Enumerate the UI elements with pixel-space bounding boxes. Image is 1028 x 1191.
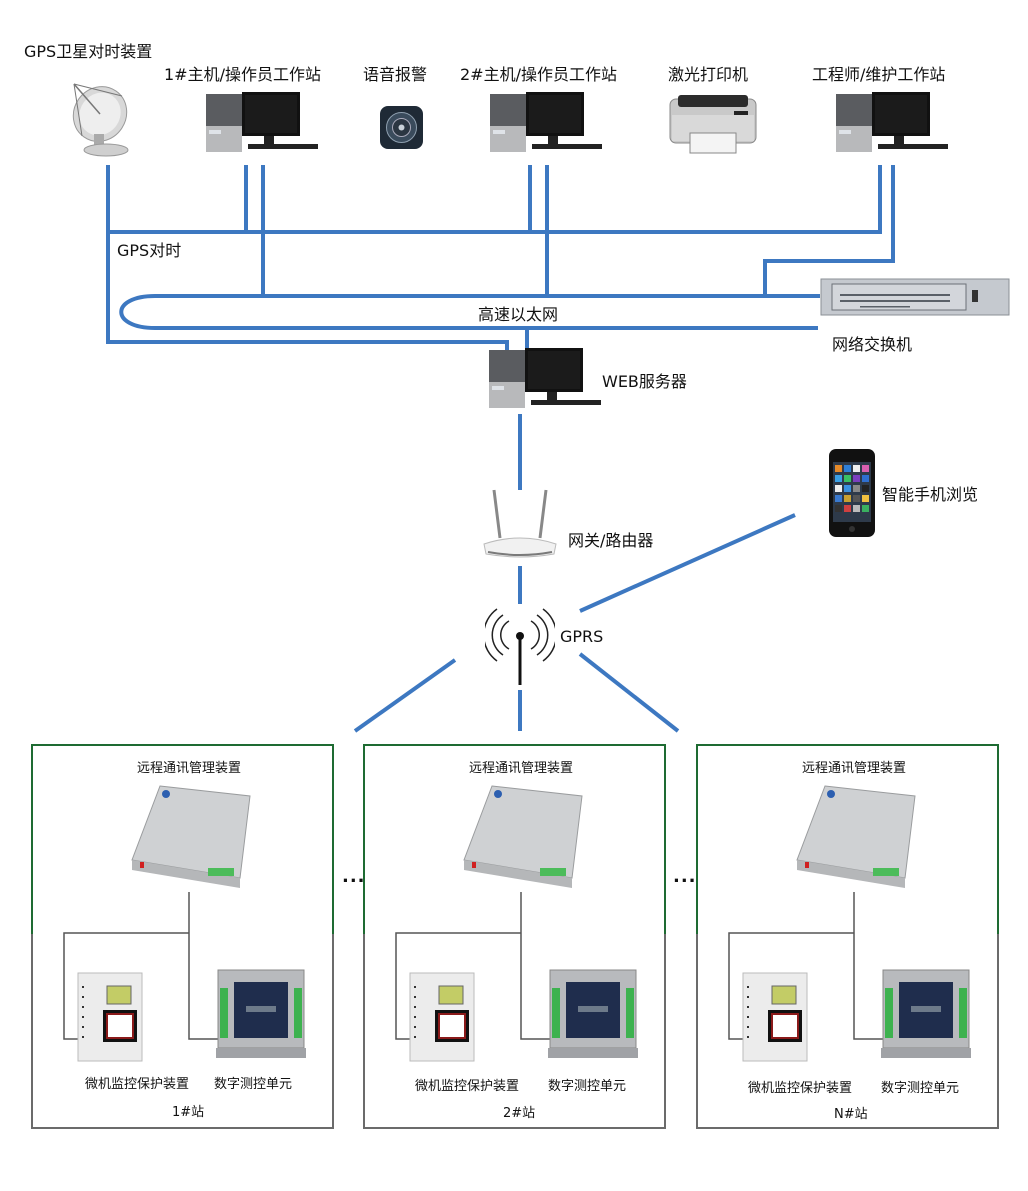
desktop-computer-icon — [836, 92, 948, 152]
rtu-device-icon — [131, 785, 251, 888]
protection-label: 微机监控保护装置 — [748, 1081, 853, 1096]
smartphone-label: 智能手机浏览 — [882, 485, 979, 504]
gprs-to-stationN-line — [578, 652, 680, 733]
station-2: 远程通讯管理装置 微机监控保护装置 数字测控单元 2#站 — [363, 744, 666, 1129]
station-internal-wiring — [728, 892, 883, 1040]
station-name: N#站 — [834, 1107, 868, 1122]
protection-relay-icon — [409, 972, 475, 1062]
host2-label: 2#主机/操作员工作站 — [460, 65, 617, 84]
laser-printer-icon — [669, 95, 757, 154]
ethernet-label: 高速以太网 — [478, 305, 559, 324]
ethernet-ring — [119, 294, 820, 330]
station-1: 远程通讯管理装置 微机监控保护装置 数字测控单元 1#站 — [31, 744, 334, 1129]
router-icon — [483, 489, 557, 558]
rtu-label: 远程通讯管理装置 — [802, 761, 907, 776]
phone-to-gprs-line — [579, 513, 796, 613]
gateway-label: 网关/路由器 — [568, 531, 654, 550]
measure-control-unit-icon — [881, 969, 971, 1058]
protection-relay-icon — [742, 972, 808, 1062]
speaker-icon — [380, 106, 423, 149]
alarm-label: 语音报警 — [363, 65, 428, 84]
web-server-icon — [489, 348, 601, 408]
gprs-antenna-icon — [485, 608, 555, 685]
measure-control-unit-icon — [216, 969, 306, 1058]
desktop-computer-icon — [490, 92, 602, 152]
smartphone-icon — [829, 449, 875, 537]
gprs-label: GPRS — [560, 627, 604, 646]
measure-label: 数字测控单元 — [881, 1081, 960, 1096]
station-internal-wiring — [395, 892, 550, 1040]
protection-label: 微机监控保护装置 — [415, 1079, 520, 1094]
gprs-to-station1-line — [353, 658, 457, 733]
station-name: 1#站 — [172, 1105, 205, 1120]
desktop-computer-icon — [206, 92, 318, 152]
gps-sync-label: GPS对时 — [117, 241, 182, 260]
gps-label: GPS卫星对时装置 — [24, 42, 153, 61]
station-internal-wiring — [63, 892, 218, 1040]
satellite-dish-icon — [72, 83, 129, 157]
protection-relay-icon — [77, 972, 143, 1062]
web-server-label: WEB服务器 — [602, 372, 687, 391]
eth-drop-engineer — [763, 165, 895, 296]
measure-label: 数字测控单元 — [214, 1077, 293, 1092]
rtu-device-icon — [796, 785, 916, 888]
ellipsis-1: ... — [342, 866, 366, 887]
rtu-label: 远程通讯管理装置 — [469, 761, 574, 776]
protection-label: 微机监控保护装置 — [85, 1077, 190, 1092]
rtu-label: 远程通讯管理装置 — [137, 761, 242, 776]
printer-label: 激光打印机 — [668, 65, 749, 84]
measure-label: 数字测控单元 — [548, 1079, 627, 1094]
ellipsis-2: ... — [673, 866, 697, 887]
station-n: 远程通讯管理装置 微机监控保护装置 数字测控单元 N#站 — [696, 744, 999, 1129]
host1-label: 1#主机/操作员工作站 — [164, 65, 321, 84]
network-switch-icon — [820, 278, 1010, 316]
rtu-device-icon — [463, 785, 583, 888]
gps-to-web-line — [106, 232, 509, 352]
station-name: 2#站 — [503, 1106, 536, 1121]
gps-sync-line — [106, 165, 882, 234]
engineer-label: 工程师/维护工作站 — [812, 65, 946, 84]
switch-label: 网络交换机 — [832, 335, 913, 354]
measure-control-unit-icon — [548, 969, 638, 1058]
